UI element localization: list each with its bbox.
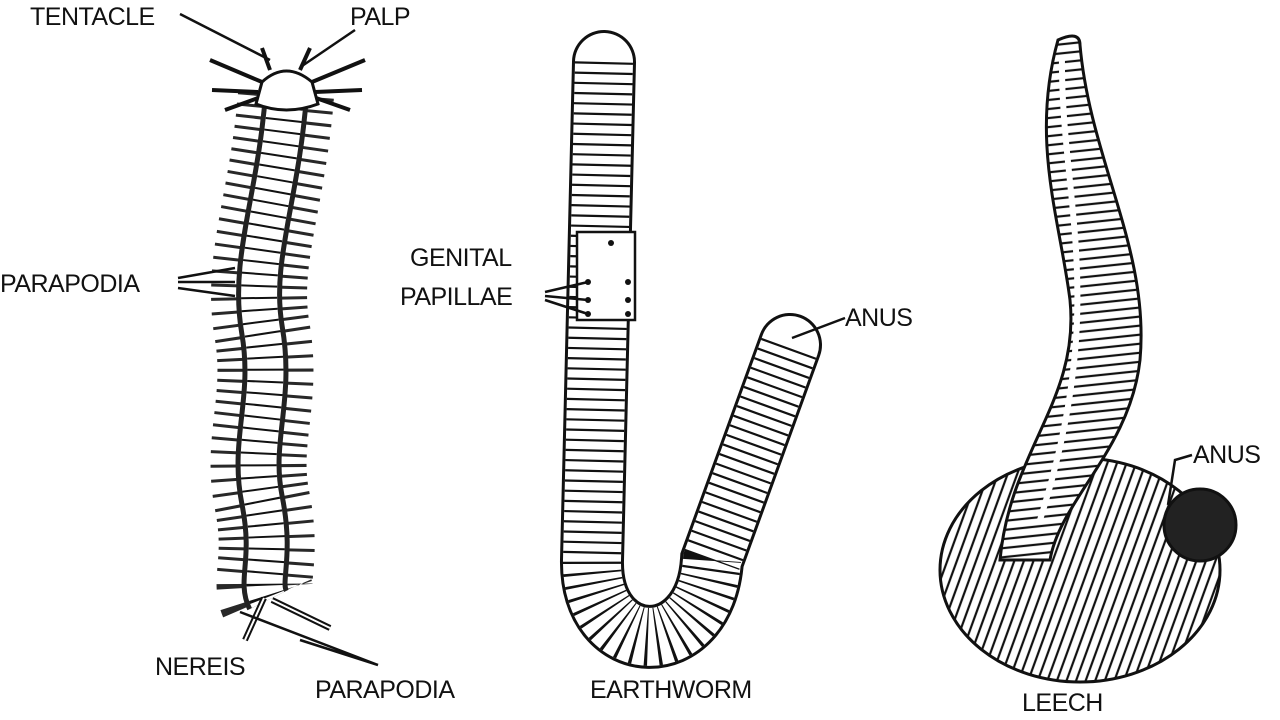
label-tentacle: TENTACLE	[30, 3, 155, 31]
label-parapodia-lower: PARAPODIA	[315, 676, 455, 704]
label-parapodia-upper: PARAPODIA	[0, 270, 140, 298]
label-anus-earthworm: ANUS	[845, 304, 913, 332]
label-earthworm: EARTHWORM	[590, 676, 752, 704]
label-leech: LEECH	[1022, 689, 1103, 717]
label-palp: PALP	[350, 3, 411, 31]
label-anus-leech: ANUS	[1193, 441, 1261, 469]
nereis-drawing	[209, 47, 366, 642]
leech-drawing	[938, 34, 1238, 684]
leader-lines	[177, 12, 1193, 667]
label-papillae: PAPILLAE	[400, 283, 513, 311]
label-genital: GENITAL	[410, 244, 512, 272]
earthworm-drawing	[560, 30, 822, 669]
label-nereis: NEREIS	[155, 653, 246, 681]
